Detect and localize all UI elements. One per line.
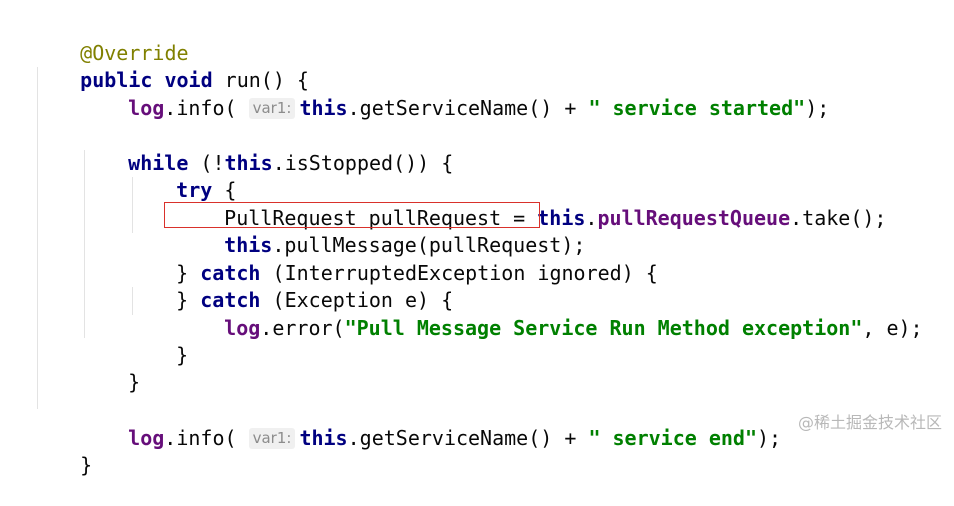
code-text: .pullMessage(pullRequest); [272,233,586,257]
code-text: . [585,206,598,230]
code-text: .getServiceName() + [347,426,589,450]
keyword: this [537,206,586,230]
code-text: } [176,288,201,312]
keyword: this [224,151,273,175]
code-text: (InterruptedException ignored) { [260,261,658,285]
code-line: try { [128,150,236,202]
parameter-hint: var1: [248,98,296,119]
keyword: this [299,96,348,120]
code-text: } [128,370,141,394]
code-line: @Override [32,13,188,65]
code-text: ); [757,426,782,450]
annotation: @Override [80,41,189,65]
code-text: .error( [260,316,345,340]
code-text: , e); [862,316,923,340]
code-line-highlighted: this.pullMessage(pullRequest); [176,205,585,257]
code-line: } [80,342,140,394]
log-field: log [224,316,261,340]
parameter-hint: var1: [248,428,296,449]
code-text: } [80,453,93,477]
code-line: } [128,315,188,367]
indent-guide [132,177,133,233]
string-literal: "Pull Message Service Run Method excepti… [344,316,863,340]
code-line: log.info( var1:this.getServiceName() + "… [80,68,829,120]
code-text: .getServiceName() + [347,96,589,120]
method-signature: run() { [212,68,309,92]
keyword: void [164,68,213,92]
indent-guide [132,287,133,315]
keyword: this [224,233,273,257]
code-line: PullRequest pullRequest = this.pullReque… [176,178,886,230]
log-field: log [128,426,165,450]
code-text: ); [805,96,830,120]
code-editor[interactable]: @Override public void run() { log.info( … [0,0,954,477]
code-text: } [176,261,201,285]
indent-guide [37,67,38,409]
code-line: log.error("Pull Message Service Run Meth… [176,288,922,340]
string-literal: " service started" [588,96,806,120]
code-line: } catch (InterruptedException ignored) { [128,233,658,285]
keyword: try [176,178,213,202]
keyword: catch [200,288,261,312]
code-text: .isStopped()) { [272,151,454,175]
keyword: this [299,426,348,450]
watermark: @稀土掘金技术社区 [797,413,942,432]
code-text: .info( [164,426,249,450]
keyword: catch [200,261,261,285]
code-line: public void run() { [32,40,309,92]
code-line: log.info( var1:this.getServiceName() + "… [80,398,781,450]
log-field: log [128,96,165,120]
highlight-box [164,202,540,228]
indent-guide [84,150,85,338]
code-text: (Exception e) { [260,288,454,312]
code-text: .info( [164,96,249,120]
keyword: while [128,151,189,175]
keyword: public [80,68,153,92]
code-line: while (!this.isStopped()) { [80,123,453,175]
string-literal: " service end" [588,426,758,450]
code-text: .take(); [790,206,887,230]
code-text: { [212,178,237,202]
code-text: PullRequest pullRequest = [224,206,538,230]
code-text: } [176,343,189,367]
code-line: } [32,425,92,477]
code-line: } catch (Exception e) { [128,260,453,312]
code-text: (! [188,151,225,175]
queue-field: pullRequestQueue [597,206,791,230]
